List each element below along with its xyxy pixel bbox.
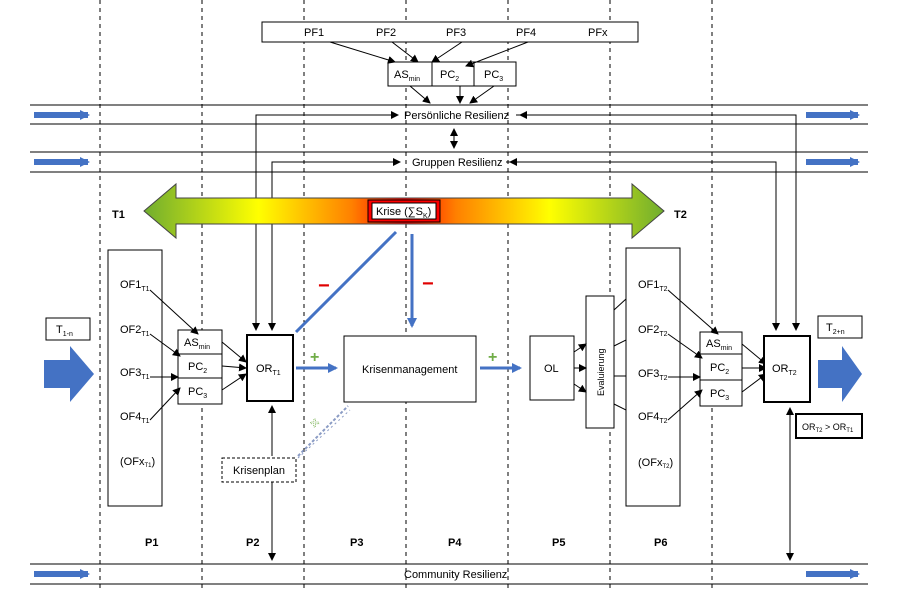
of4-t1: OF4T1: [120, 411, 150, 425]
evaluierung-label: Evaluierung: [596, 348, 606, 396]
or-band-connectors: [252, 111, 800, 331]
personal-resilience-label: Persönliche Resilienz: [404, 110, 509, 122]
pc-left-as: ASmin: [184, 337, 210, 351]
t2-n-label: T2+n: [826, 322, 845, 336]
ol-box: OL: [529, 335, 575, 401]
of-t1-arrows: [149, 289, 247, 421]
community-resilience-band: Community Resilienz: [30, 563, 868, 585]
or-t2-box: ORT2: [763, 335, 811, 561]
pf3-label: PF3: [446, 27, 466, 39]
phase-p4: P4: [448, 537, 462, 549]
pc-right-as: ASmin: [706, 338, 732, 352]
pfx-label: PFx: [588, 27, 608, 39]
pc-top-row: ASmin PC2 PC3: [387, 61, 517, 87]
or-t1-box: ORT1: [246, 334, 294, 402]
t2-label: T2: [674, 209, 687, 221]
pc-right-pc3: PC3: [710, 388, 729, 402]
phase-p2: P2: [246, 537, 259, 549]
krisenmanagement-box: Krisenmanagement: [343, 335, 477, 403]
pc-left-pc2: PC2: [188, 361, 207, 375]
minus-sign-left: −: [318, 275, 330, 297]
phase-p1: P1: [145, 537, 158, 549]
of3-t2: OF3T2: [638, 368, 668, 382]
plus-sign-left: +: [310, 349, 319, 366]
left-time-block: T1-n: [44, 317, 94, 402]
phase-p5: P5: [552, 537, 565, 549]
pf-bar: PF1 PF2 PF3 PF4 PFx: [261, 21, 639, 43]
pf4-label: PF4: [516, 27, 536, 39]
ofx-t2: (OFxT2): [638, 457, 673, 470]
krisenplan-label: Krisenplan: [233, 465, 285, 477]
of1-t1: OF1T1: [120, 279, 150, 293]
pf1-label: PF1: [304, 27, 324, 39]
pc-left-stack: ASmin PC2 PC3: [177, 329, 223, 405]
minus-sign-right: −: [422, 273, 434, 295]
crisis-timeline-arrow: Krise (∑SK) T1 T2: [112, 182, 687, 240]
ol-label: OL: [544, 363, 559, 375]
of4-t2: OF4T2: [638, 411, 668, 425]
phase-p6: P6: [654, 537, 667, 549]
of2-t1: OF2T1: [120, 324, 150, 338]
plus-sign-right: +: [488, 349, 497, 366]
community-resilience-label: Community Resilienz: [404, 569, 507, 581]
t1-label: T1: [112, 209, 125, 221]
personal-resilience-band: Persönliche Resilienz: [30, 104, 868, 125]
pc-left-pc3: PC3: [188, 386, 207, 400]
phase-dividers: [99, 0, 713, 590]
or-t1-label: ORT1: [256, 363, 281, 377]
or-compare-label: ORT2 > ORT1: [802, 422, 854, 434]
krisenmanagement-label: Krisenmanagement: [362, 364, 457, 376]
group-resilience-label: Gruppen Resilienz: [412, 157, 503, 169]
phase-labels: P1 P2 P3 P4 P5 P6: [145, 537, 667, 549]
right-time-block: T2+n: [817, 315, 863, 402]
or-compare-box: ORT2 > ORT1: [795, 413, 863, 439]
pc-top-as: ASmin: [394, 69, 420, 83]
plus-sign-dashed: +: [310, 415, 319, 432]
of-t1-column: OF1T1 OF2T1 OF3T1 OF4T1 (OFxT1): [107, 249, 163, 507]
pf2-label: PF2: [376, 27, 396, 39]
pc-top-pc2: PC2: [440, 69, 459, 83]
pc-right-pc2: PC2: [710, 362, 729, 376]
pc-top-pc3: PC3: [484, 69, 503, 83]
of-t2-column: OF1T2 OF2T2 OF3T2 OF4T2 (OFxT2): [625, 247, 681, 507]
signs: − − + + +: [310, 273, 498, 432]
evaluierung-box: Evaluierung: [585, 295, 615, 429]
pf-pc-arrows: [329, 41, 529, 104]
or-t2-label: ORT2: [772, 363, 797, 377]
group-resilience-band: Gruppen Resilienz: [30, 151, 868, 173]
phase-p3: P3: [350, 537, 363, 549]
of-t2-arrows: [667, 289, 767, 421]
flow-arrows: [294, 230, 522, 373]
krisenplan-box: Krisenplan: [221, 405, 351, 561]
t1-n-label: T1-n: [56, 324, 73, 338]
of3-t1: OF3T1: [120, 367, 150, 381]
of1-t2: OF1T2: [638, 279, 668, 293]
pc-right-stack: ASmin PC2 PC3: [699, 331, 743, 407]
of2-t2: OF2T2: [638, 324, 668, 338]
ofx-t1: (OFxT1): [120, 456, 155, 469]
crisis-label: Krise (∑SK): [376, 206, 431, 220]
